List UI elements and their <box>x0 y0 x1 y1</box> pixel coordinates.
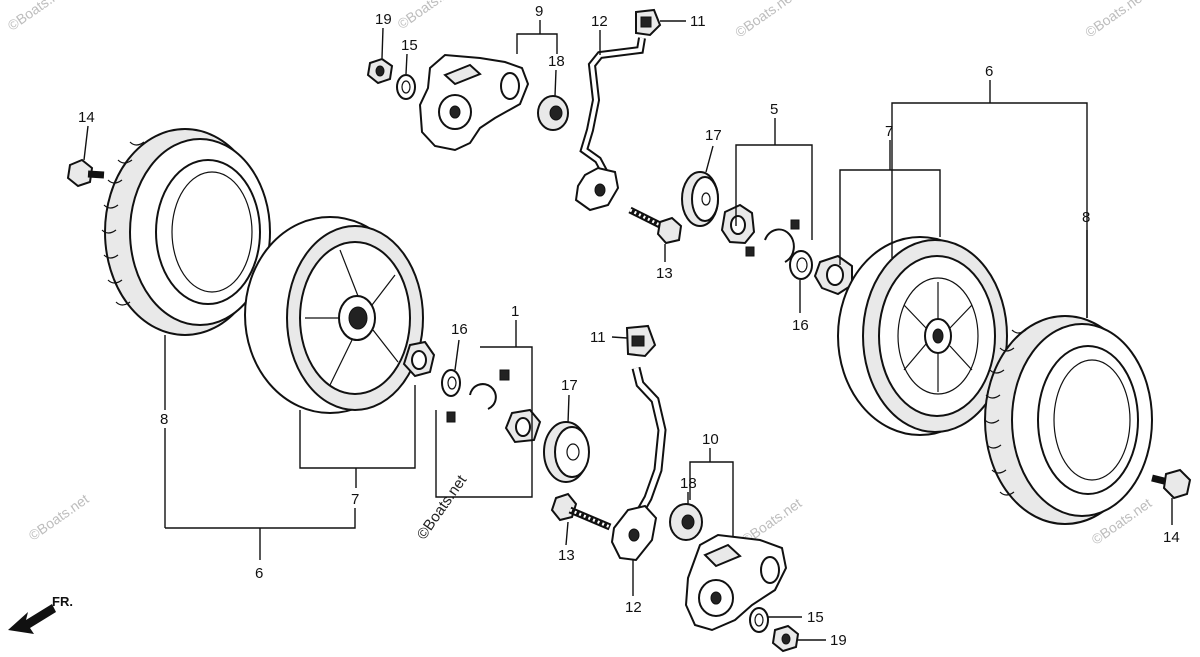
callout-1: 1 <box>511 303 519 320</box>
callout-5: 5 <box>770 101 778 118</box>
left-bolt-part-13 <box>550 492 612 531</box>
right-washer-part-16 <box>789 250 813 280</box>
callout-15-top: 15 <box>401 37 418 54</box>
watermark-center: ©Boats.net <box>414 471 471 542</box>
callout-12-bottom: 12 <box>625 599 642 616</box>
callout-14-left: 14 <box>78 109 95 126</box>
callout-10: 10 <box>702 431 719 448</box>
left-wheel-rim-part-7 <box>244 216 424 414</box>
top-height-adjuster-part-9 <box>418 53 530 152</box>
right-hub-cap-part-17 <box>681 171 719 227</box>
callout-13-bottom: 13 <box>558 547 575 564</box>
callout-16-right: 16 <box>792 317 809 334</box>
left-tire-part-8 <box>101 128 271 336</box>
front-direction-indicator: FR. <box>8 594 73 634</box>
callout-15-bottom: 15 <box>807 609 824 626</box>
watermark-top-right2: ©Boats.net <box>1082 0 1148 40</box>
bottom-collar-part-18 <box>669 503 703 541</box>
callout-13-top: 13 <box>656 265 673 282</box>
top-collar-part-18 <box>537 95 569 131</box>
right-wheel-rim-part-7 <box>837 236 1008 436</box>
callout-9: 9 <box>535 3 543 20</box>
watermark-top-left: ©Boats.net <box>5 0 71 34</box>
right-bolt-part-13 <box>628 206 683 245</box>
callout-19-top: 19 <box>375 11 392 28</box>
left-gear-assembly-part-1 <box>446 369 542 444</box>
callout-12-top: 12 <box>591 13 608 30</box>
right-tire-part-8 <box>984 315 1153 525</box>
callout-17-right: 17 <box>705 127 722 144</box>
callout-7-left: 7 <box>351 491 359 508</box>
bottom-lever-part-12 <box>610 366 667 562</box>
top-lever-part-12 <box>574 37 646 212</box>
callout-6-right: 6 <box>985 63 993 80</box>
callout-18-bottom: 18 <box>680 475 697 492</box>
callout-7-right: 7 <box>885 123 893 140</box>
front-arrow-icon <box>8 604 56 634</box>
callout-8-right: 8 <box>1082 209 1090 226</box>
left-hub-nut <box>402 340 436 378</box>
top-nut-part-19 <box>366 57 394 85</box>
watermark-top-mid: ©Boats.net <box>394 0 460 32</box>
left-washer-part-16 <box>441 369 461 397</box>
right-gear-assembly-part-5 <box>720 203 800 263</box>
right-hub-nut <box>813 254 853 296</box>
bottom-height-adjuster-part-10 <box>684 533 788 632</box>
callout-14-right: 14 <box>1163 529 1180 546</box>
callout-11-top: 11 <box>690 13 706 30</box>
leader-lines <box>83 20 1173 641</box>
callout-17-left: 17 <box>561 377 578 394</box>
callout-6-left: 6 <box>255 565 263 582</box>
callout-8-left: 8 <box>160 411 168 428</box>
bottom-knob-part-11 <box>625 324 657 358</box>
bottom-nut-part-19 <box>771 624 800 653</box>
callout-16-left: 16 <box>451 321 468 338</box>
watermark-mid-left: ©Boats.net <box>26 491 92 544</box>
left-bolt-part-14 <box>66 158 105 188</box>
callout-18-top: 18 <box>548 53 565 70</box>
top-washer-part-15 <box>396 74 416 100</box>
right-bolt-part-14 <box>1151 468 1192 500</box>
top-knob-part-11 <box>635 8 662 37</box>
callout-11-mid: 11 <box>590 329 606 346</box>
callout-19-bottom: 19 <box>830 632 847 649</box>
left-hub-cap-part-17 <box>543 421 590 483</box>
watermark-top-right1: ©Boats.net <box>732 0 798 40</box>
bottom-washer-part-15 <box>749 607 769 633</box>
callout-labels: 19 15 9 18 12 11 14 17 5 6 7 8 13 16 1 1… <box>78 3 1180 649</box>
front-label: FR. <box>52 594 73 609</box>
